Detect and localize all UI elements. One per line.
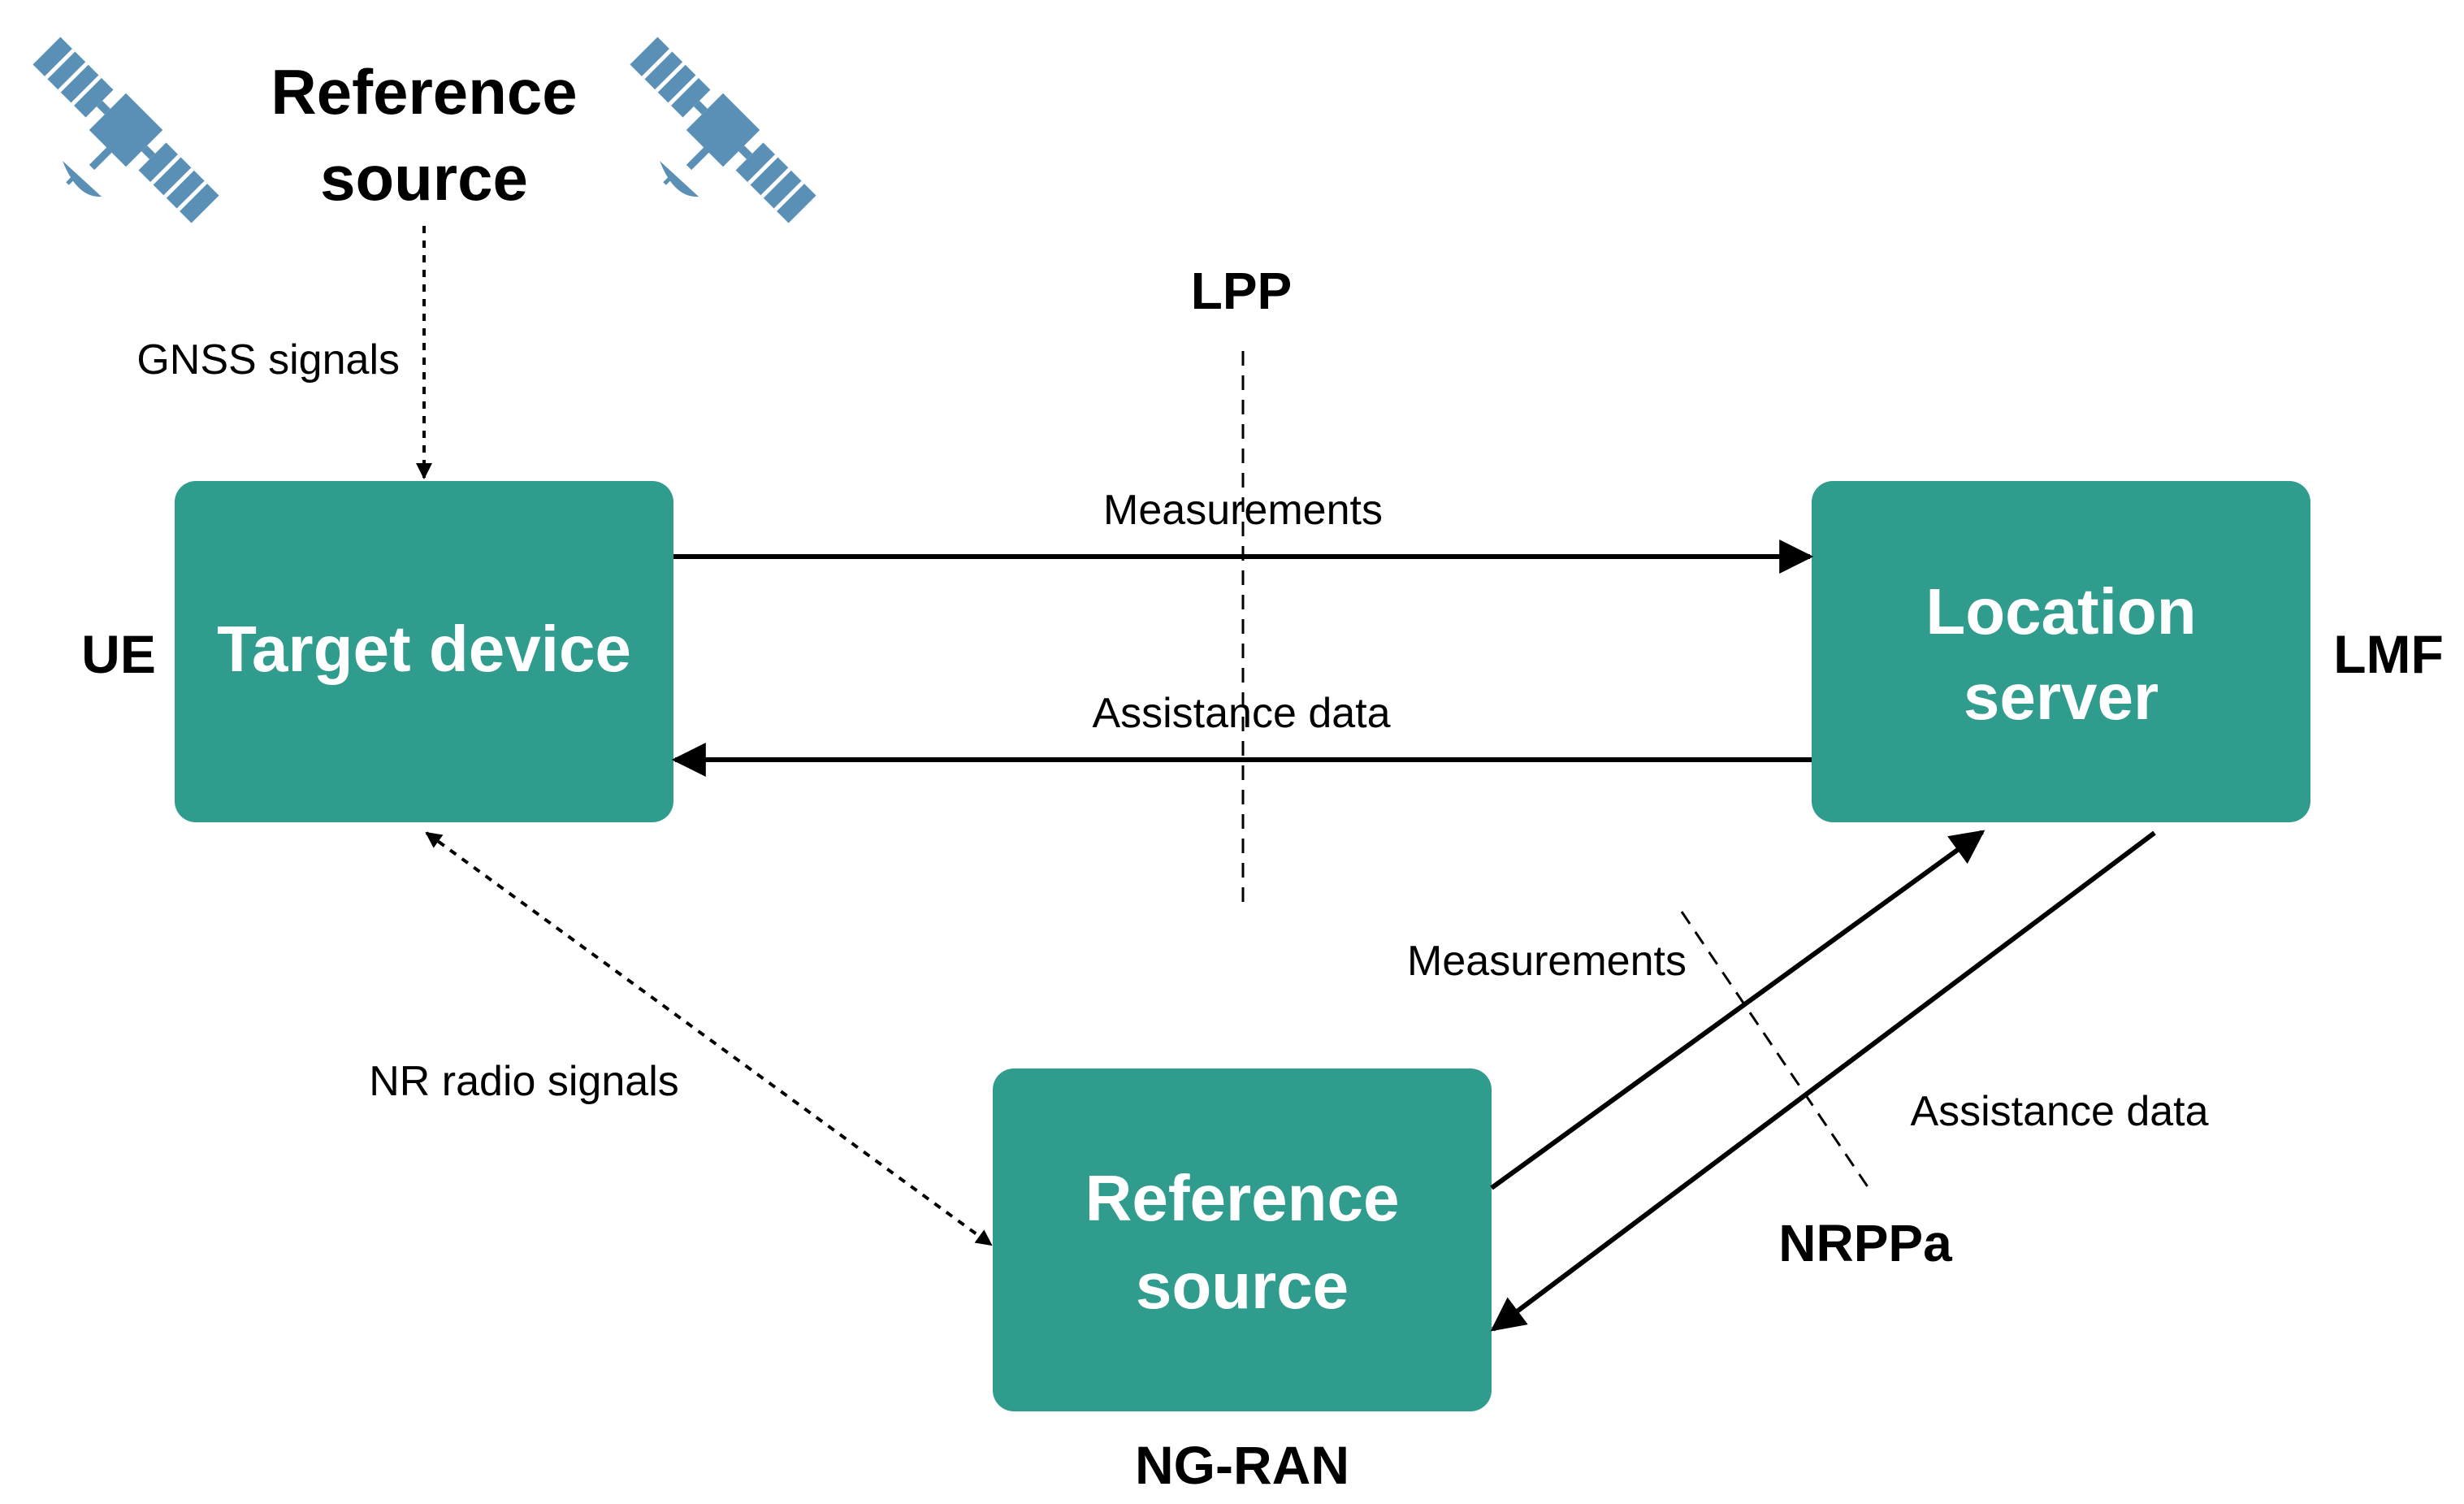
ue-label: UE (81, 624, 156, 684)
nr-radio-signals-arrow (425, 831, 993, 1246)
location-server-label-line2: server (1964, 661, 2159, 733)
reference-source-box-label-line2: source (1136, 1250, 1349, 1322)
reference-source-box-label-line1: Reference (1085, 1162, 1400, 1234)
satellite-icon (626, 33, 821, 228)
reference-source-title-line1: Reference (271, 56, 577, 128)
location-server-label-line1: Location (1925, 575, 2196, 648)
location-server-box (1812, 481, 2310, 822)
assistance-data-arrow-lmf-to-ngran (1490, 830, 2156, 1332)
lmf-label: LMF (2333, 624, 2444, 684)
nrppa-label: NRPPa (1778, 1214, 1952, 1272)
nrppa-boundary-line (1680, 911, 1872, 1191)
target-device-label: Target device (217, 613, 631, 685)
ng-ran-label: NG-RAN (1135, 1435, 1349, 1495)
assistance-data-label-bottom: Assistance data (1910, 1088, 2208, 1135)
assistance-data-label-top: Assistance data (1092, 690, 1390, 737)
lpp-label: LPP (1191, 262, 1292, 320)
nr-radio-signals-label: NR radio signals (369, 1058, 679, 1105)
measurements-arrow-ngran-to-lmf (1490, 830, 1985, 1190)
reference-source-box (993, 1068, 1492, 1411)
measurements-label-bottom: Measurements (1407, 938, 1687, 985)
reference-source-title-line2: source (320, 142, 528, 214)
measurements-label-top: Measurements (1103, 487, 1383, 534)
target-device-box (175, 481, 673, 822)
gnss-signals-label: GNSS signals (136, 336, 400, 384)
satellite-icon (28, 33, 223, 228)
